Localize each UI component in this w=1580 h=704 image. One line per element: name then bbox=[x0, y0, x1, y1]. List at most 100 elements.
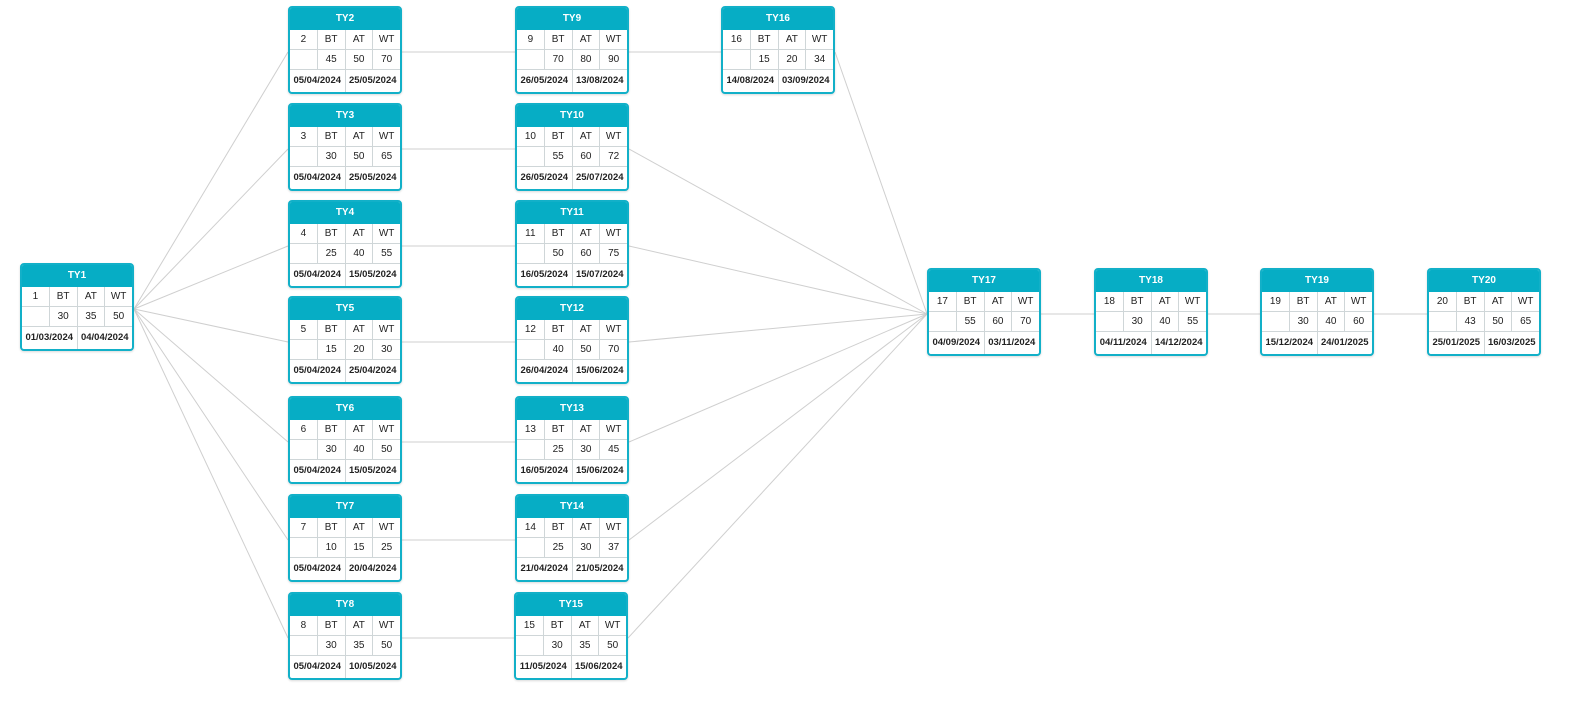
wt-label: WT bbox=[378, 131, 395, 142]
end-date: 24/01/2025 bbox=[1320, 337, 1369, 348]
bt-value: 70 bbox=[545, 50, 573, 69]
node-blank-cell bbox=[1262, 312, 1290, 331]
at-label: AT bbox=[573, 320, 601, 339]
wt-value: 72 bbox=[608, 151, 620, 162]
wt-label: WT bbox=[1517, 296, 1534, 307]
at-label: AT bbox=[985, 292, 1013, 311]
node-number: 4 bbox=[290, 224, 318, 243]
node-title: TY4 bbox=[290, 202, 400, 224]
bt-label: BT bbox=[545, 420, 573, 439]
node-blank-cell bbox=[517, 440, 545, 459]
edge-ty12-ty17 bbox=[628, 313, 928, 343]
at-label: AT bbox=[346, 320, 374, 339]
wt-label: WT bbox=[378, 522, 395, 533]
node-blank-cell bbox=[517, 244, 545, 263]
at-label: AT bbox=[779, 30, 807, 49]
bt-label: BT bbox=[1124, 292, 1152, 311]
node-number: 18 bbox=[1096, 292, 1124, 311]
bt-label: BT bbox=[545, 320, 573, 339]
node-title: TY8 bbox=[290, 594, 400, 616]
wt-value: 60 bbox=[1353, 316, 1365, 327]
wt-value: 50 bbox=[381, 444, 393, 455]
wt-label: WT bbox=[378, 34, 395, 45]
edge-ty14-ty17 bbox=[628, 313, 928, 541]
node-title: TY17 bbox=[929, 270, 1039, 292]
node-number: 5 bbox=[290, 320, 318, 339]
edge-ty1-ty6 bbox=[133, 308, 289, 443]
bt-value: 45 bbox=[318, 50, 346, 69]
end-date: 25/04/2024 bbox=[348, 365, 397, 376]
at-value: 50 bbox=[573, 340, 601, 359]
bt-value: 15 bbox=[318, 340, 346, 359]
edge-ty13-ty17 bbox=[628, 313, 928, 443]
edge-ty11-ty17 bbox=[628, 245, 928, 315]
bt-value: 30 bbox=[1290, 312, 1318, 331]
wt-value: 70 bbox=[608, 344, 620, 355]
bt-value: 40 bbox=[545, 340, 573, 359]
edge-ty1-ty4 bbox=[133, 245, 289, 310]
wt-value: 65 bbox=[381, 151, 393, 162]
start-date: 05/04/2024 bbox=[290, 656, 346, 678]
node-blank-cell bbox=[517, 340, 545, 359]
node-number: 11 bbox=[517, 224, 545, 243]
at-label: AT bbox=[346, 420, 374, 439]
edge-ty1-ty5 bbox=[133, 308, 289, 343]
node-number: 1 bbox=[22, 287, 50, 306]
wt-value: 55 bbox=[1187, 316, 1199, 327]
node-title: TY13 bbox=[517, 398, 627, 420]
start-date: 04/09/2024 bbox=[929, 332, 985, 354]
node-blank-cell bbox=[290, 50, 318, 69]
at-label: AT bbox=[346, 30, 374, 49]
at-label: AT bbox=[573, 518, 601, 537]
bt-label: BT bbox=[751, 30, 779, 49]
node-title: TY3 bbox=[290, 105, 400, 127]
at-value: 80 bbox=[573, 50, 601, 69]
end-date: 13/08/2024 bbox=[575, 75, 624, 86]
wt-value: 90 bbox=[608, 54, 620, 65]
bt-value: 43 bbox=[1457, 312, 1485, 331]
at-value: 60 bbox=[573, 244, 601, 263]
wt-label: WT bbox=[1017, 296, 1034, 307]
wt-label: WT bbox=[605, 324, 622, 335]
node-title: TY18 bbox=[1096, 270, 1206, 292]
at-label: AT bbox=[573, 224, 601, 243]
end-date: 15/05/2024 bbox=[348, 269, 397, 280]
